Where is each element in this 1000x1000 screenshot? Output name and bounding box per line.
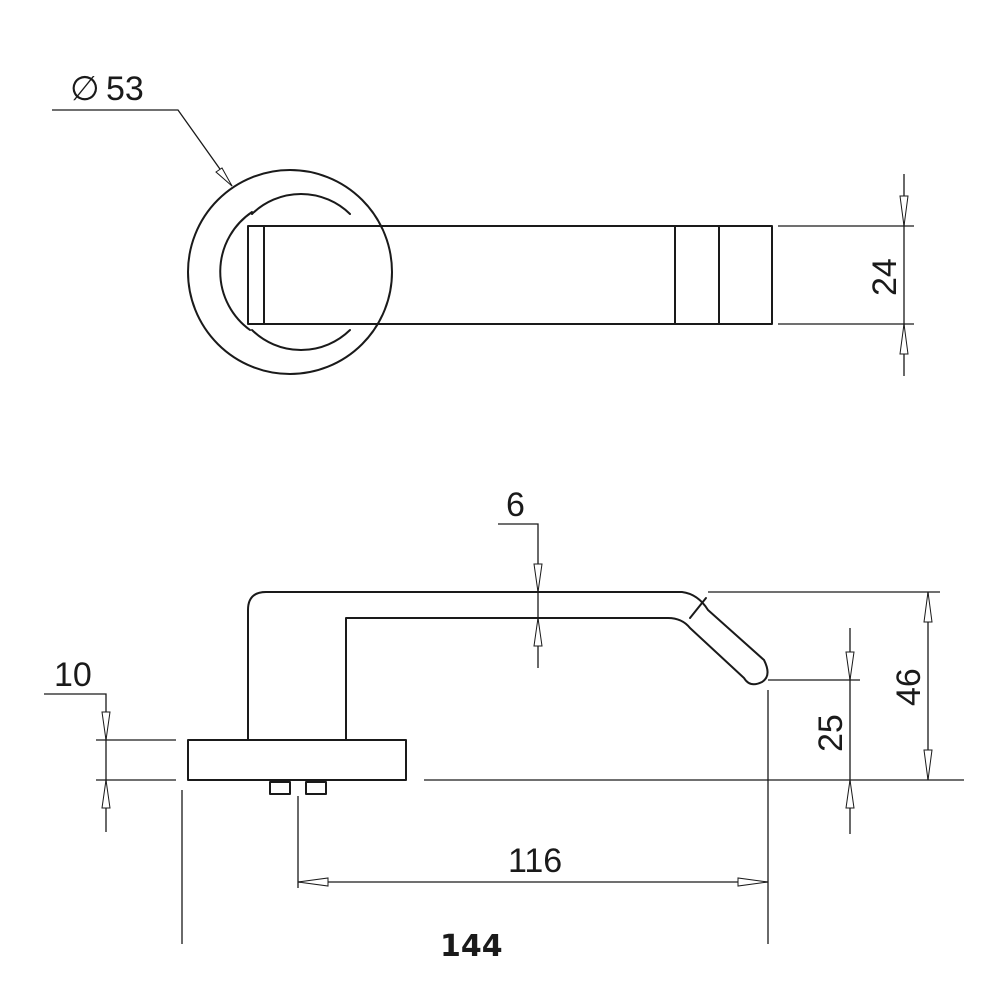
overall-length-dimension: 144 xyxy=(181,790,503,964)
rose-inner-arc-bottom xyxy=(251,329,351,352)
total-height-dimension: 46 xyxy=(708,591,940,781)
projection-dimension: 116 xyxy=(297,690,769,944)
rose-thickness-dimension: 10 xyxy=(44,656,176,832)
rose-inner-arc-left xyxy=(219,211,253,331)
rose-base-side xyxy=(187,739,407,781)
lever-body-top xyxy=(247,225,773,325)
spindle-pin-right xyxy=(305,781,327,795)
spindle-pin-left xyxy=(269,781,291,795)
rose-outer-circle xyxy=(187,169,393,375)
top-view: ∅ 53 24 xyxy=(52,70,914,376)
tip-height-label: 25 xyxy=(812,714,850,752)
rose-thickness-label: 10 xyxy=(54,656,92,694)
lever-width-dimension: 24 xyxy=(778,174,914,376)
lever-width-label: 24 xyxy=(866,258,904,296)
projection-label: 116 xyxy=(508,842,562,880)
rose-inner-arc-top xyxy=(251,192,351,215)
overall-length-label: 144 xyxy=(440,929,503,964)
lever-profile xyxy=(247,591,769,741)
rose-diameter-dimension: ∅ 53 xyxy=(52,70,233,187)
lever-thickness-label: 6 xyxy=(506,486,525,524)
total-height-label: 46 xyxy=(890,668,928,706)
diameter-symbol: ∅ xyxy=(70,70,100,108)
side-view: 6 10 25 46 xyxy=(44,486,964,964)
lever-bend-line xyxy=(689,597,707,619)
rose-diameter-label: 53 xyxy=(106,70,144,108)
tip-height-dimension: 25 xyxy=(768,628,860,834)
lever-thickness-dimension: 6 xyxy=(498,486,543,668)
